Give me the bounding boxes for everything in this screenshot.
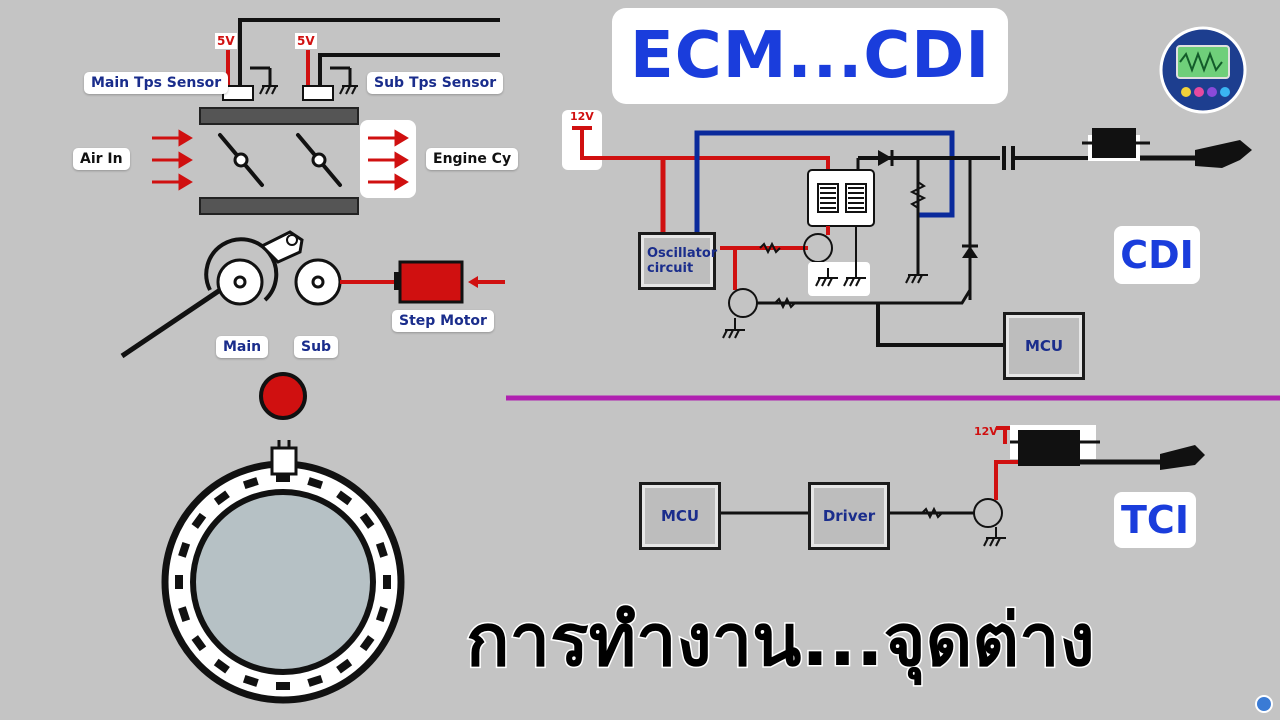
rotor-tooth (375, 541, 388, 558)
rotor-tooth (213, 658, 230, 674)
rotor-tooth (383, 575, 391, 589)
rotor-tooth (336, 658, 353, 674)
rotor-tooth (307, 674, 324, 687)
main-tps-label: Main Tps Sensor (84, 72, 229, 94)
air-in-label: Air In (73, 148, 130, 170)
sub-label: Sub (294, 336, 339, 358)
oscillator-label-line2: circuit (647, 261, 694, 276)
voltage-sub-label: 5V (295, 33, 317, 49)
throttle-body (152, 18, 500, 215)
tci-driver-label: Driver (822, 507, 876, 525)
page-title: ECM...CDI (612, 8, 1009, 104)
tci-badge: TCI (1114, 492, 1196, 548)
tci-circuit (718, 425, 1205, 547)
sub-tps-label: Sub Tps Sensor (367, 72, 504, 94)
cdi-mcu-box: MCU (1003, 312, 1085, 380)
main-label: Main (216, 336, 269, 358)
oscilloscope-logo-icon (1159, 26, 1247, 114)
tci-mcu-label: MCU (660, 507, 700, 525)
rotor-tooth (191, 635, 207, 652)
cdi-circuit (562, 110, 1252, 347)
rotor-tooth (276, 474, 290, 482)
rotor-tooth (242, 477, 259, 490)
cdi-mcu-label: MCU (1024, 337, 1064, 355)
step-motor-label: Step Motor (392, 310, 494, 332)
rotor-tooth (178, 606, 191, 623)
rotor-tooth (242, 674, 259, 687)
rotor-tooth (359, 635, 375, 652)
rotor-tooth (336, 490, 353, 506)
throttle-pulley (120, 230, 505, 359)
oscillator-label-line1: Oscillator (647, 246, 718, 261)
cdi-supply-label: 12V (570, 110, 594, 123)
settings-corner-icon[interactable] (1255, 695, 1273, 713)
tci-supply-label: 12V (974, 425, 998, 438)
voltage-main-label: 5V (215, 33, 237, 49)
rotor-tooth (191, 512, 207, 529)
tci-driver-box: Driver (808, 482, 890, 550)
rotor-tooth (375, 606, 388, 623)
oscillator-circuit-box: Oscillator circuit (638, 232, 718, 290)
rotor-tooth (213, 490, 230, 506)
thai-subtitle: การทำงาน...จุดต่าง (465, 597, 1097, 684)
rotor-tooth (359, 512, 375, 529)
rotor-tooth (307, 477, 324, 490)
tci-mcu-box: MCU (639, 482, 721, 550)
cdi-badge: CDI (1114, 226, 1200, 284)
trigger-rotor (161, 372, 405, 704)
engine-label: Engine Cy (426, 148, 518, 170)
rotor-tooth (175, 575, 183, 589)
rotor-tooth (276, 682, 290, 690)
rotor-tooth (178, 541, 191, 558)
